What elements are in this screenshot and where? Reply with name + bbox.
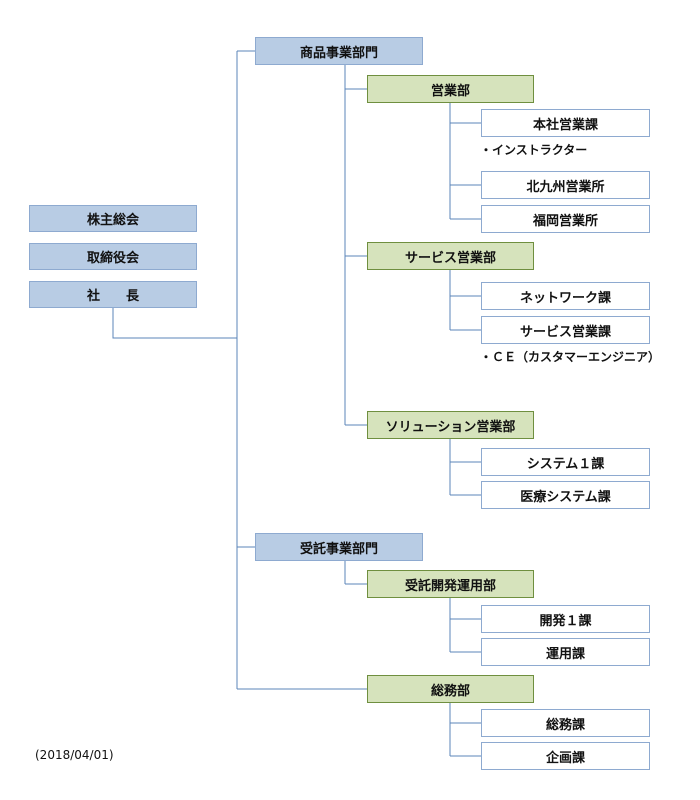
sales-department-box: 営業部 — [367, 75, 534, 103]
service-sales-department-box: サービス営業部 — [367, 242, 534, 270]
board-of-directors-box: 取締役会 — [29, 243, 197, 270]
dev1-section-box: 開発１課 — [481, 605, 650, 633]
planning-section-box: 企画課 — [481, 742, 650, 770]
solution-sales-department-box: ソリューション営業部 — [367, 411, 534, 439]
contract-dev-department-box: 受託開発運用部 — [367, 570, 534, 598]
head-office-sales-section-box: 本社営業課 — [481, 109, 650, 137]
operations-section-box: 運用課 — [481, 638, 650, 666]
medical-system-section-box: 医療システム課 — [481, 481, 650, 509]
network-section-box: ネットワーク課 — [481, 282, 650, 310]
general-affairs-department-box: 総務部 — [367, 675, 534, 703]
fukuoka-office-box: 福岡営業所 — [481, 205, 650, 233]
kitakyushu-office-box: 北九州営業所 — [481, 171, 650, 199]
service-sales-section-box: サービス営業課 — [481, 316, 650, 344]
president-box: 社 長 — [29, 281, 197, 308]
contract-division-box: 受託事業部門 — [255, 533, 423, 561]
general-affairs-section-box: 総務課 — [481, 709, 650, 737]
customer-engineer-note: ・ＣＥ（カスタマーエンジニア） — [480, 350, 661, 364]
shareholders-meeting-box: 株主総会 — [29, 205, 197, 232]
instructor-note: ・インストラクター — [480, 143, 588, 157]
system1-section-box: システム１課 — [481, 448, 650, 476]
product-division-box: 商品事業部門 — [255, 37, 423, 65]
chart-date: (2018/04/01) — [35, 748, 114, 762]
